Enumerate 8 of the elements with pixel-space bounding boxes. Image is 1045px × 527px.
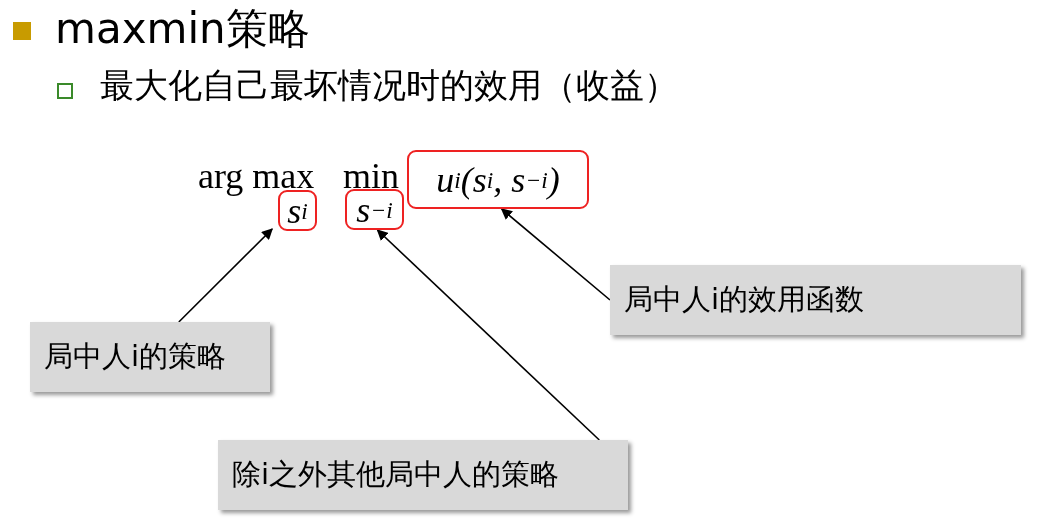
heading: maxmin策略 (55, 8, 310, 50)
arrow (376, 229, 601, 441)
bullet-text: 最大化自己最坏情况时的效用（收益） (100, 68, 678, 102)
callout-box: 局中人i的效用函数 (610, 265, 1021, 335)
callout-box: 局中人i的策略 (30, 322, 270, 392)
arrow (178, 228, 273, 323)
arrow (500, 208, 611, 301)
callout-box: 除i之外其他局中人的策略 (218, 440, 628, 510)
